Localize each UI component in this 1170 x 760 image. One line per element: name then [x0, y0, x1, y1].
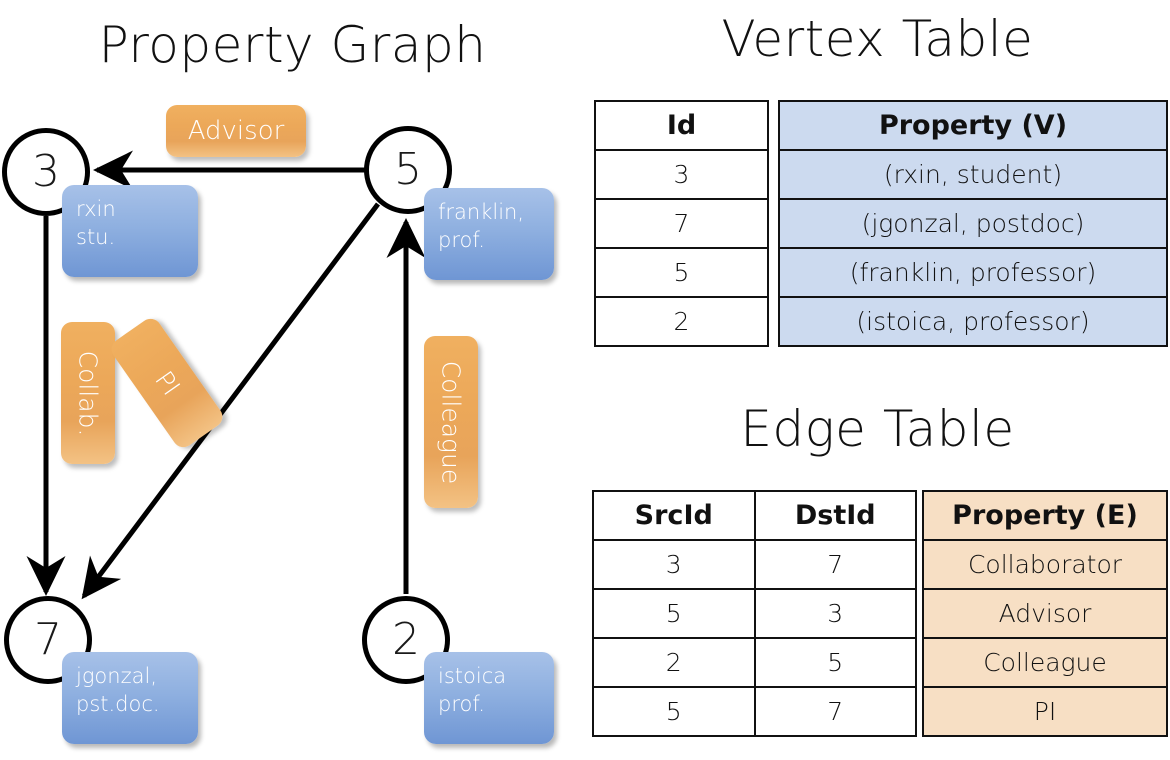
edge-table-cell-dstid: 7: [753, 539, 917, 590]
edge-table-cell-property: Collaborator: [922, 539, 1168, 590]
edge-label-collab-text: Collab.: [73, 350, 103, 436]
edge-table-header-srcid: SrcId: [592, 490, 756, 541]
vertex-table-cell-id: 7: [594, 198, 769, 249]
edge-label-advisor-text: Advisor: [187, 116, 285, 146]
vertex-table-header-property: Property (V): [778, 100, 1168, 151]
table-row: 5 3: [592, 588, 917, 639]
vertex-table-property-column: Property (V) (rxin, student) (jgonzal, p…: [778, 100, 1168, 347]
table-row: (jgonzal, postdoc): [778, 198, 1168, 249]
edge-table-cell-srcid: 3: [592, 539, 756, 590]
edge-table-cell-property: Advisor: [922, 588, 1168, 639]
edge-table-cell-srcid: 5: [592, 686, 756, 737]
edge-label-colleague-text: Colleague: [436, 360, 466, 484]
vertex-table-cell-id: 5: [594, 247, 769, 298]
edge-table-cell-property: Colleague: [922, 637, 1168, 688]
page-title-vertex-table: Vertex Table: [721, 10, 1034, 68]
table-header-row: SrcId DstId: [592, 490, 917, 541]
edge-table-header-property: Property (E): [922, 490, 1168, 541]
vertex-table-cell-property: (jgonzal, postdoc): [778, 198, 1168, 249]
edge-label-collab: Collab.: [61, 322, 115, 464]
table-row: (istoica, professor): [778, 296, 1168, 347]
table-row: 2: [594, 296, 769, 347]
edge-table-cell-property: PI: [922, 686, 1168, 737]
edge-table-cell-dstid: 5: [753, 637, 917, 688]
table-row: Collaborator: [922, 539, 1168, 590]
vertex-property-box-5: franklin, prof.: [424, 188, 554, 280]
vertex-node-3-id: 3: [32, 146, 60, 197]
edge-table-property-column: Property (E) Collaborator Advisor Collea…: [922, 490, 1168, 737]
table-header-row: Property (E): [922, 490, 1168, 541]
vertex-property-box-2-line1: istoica: [438, 664, 507, 688]
vertex-property-box-3-line2: stu.: [76, 225, 116, 250]
edge-table-header-dstid: DstId: [753, 490, 917, 541]
table-header-row: Property (V): [778, 100, 1168, 151]
edge-table-cell-dstid: 7: [753, 686, 917, 737]
vertex-property-box-3: rxin stu.: [62, 185, 198, 277]
page-title-edge-table: Edge Table: [740, 400, 1015, 458]
edge-label-pi-text: PI: [148, 365, 186, 401]
vertex-node-7-id: 7: [34, 614, 62, 665]
vertex-table-header-id: Id: [594, 100, 769, 151]
table-row: (franklin, professor): [778, 247, 1168, 298]
vertex-property-box-2: istoica prof.: [424, 652, 554, 744]
vertex-property-box-7: jgonzal, pst.doc.: [62, 652, 198, 744]
table-row: 3 7: [592, 539, 917, 590]
graph-edges-svg: [26, 150, 426, 600]
vertex-property-box-5-line2: prof.: [438, 228, 485, 253]
vertex-table-id-column: Id 3 7 5 2: [594, 100, 769, 347]
vertex-node-5-id: 5: [394, 144, 422, 195]
table-row: 7: [594, 198, 769, 249]
table-row: Colleague: [922, 637, 1168, 688]
table-row: 3: [594, 149, 769, 200]
table-row: 5 7: [592, 686, 917, 737]
vertex-table-cell-property: (franklin, professor): [778, 247, 1168, 298]
edge-table-cell-dstid: 3: [753, 588, 917, 639]
vertex-table-cell-id: 2: [594, 296, 769, 347]
vertex-property-box-7-line1: jgonzal,: [76, 664, 157, 688]
vertex-table-cell-id: 3: [594, 149, 769, 200]
vertex-node-2[interactable]: 2: [362, 596, 450, 684]
vertex-property-box-2-line2: prof.: [438, 692, 485, 717]
table-row: PI: [922, 686, 1168, 737]
vertex-node-5[interactable]: 5: [364, 126, 452, 214]
vertex-property-box-5-line1: franklin,: [438, 200, 525, 224]
edge-5-to-7-pi: [81, 202, 380, 600]
edge-table-cell-srcid: 5: [592, 588, 756, 639]
property-graph-diagram: 3 5 7 2 rxin stu. franklin, prof. jgonza…: [2, 105, 554, 744]
vertex-property-box-3-line1: rxin: [76, 197, 116, 221]
edge-label-colleague: Colleague: [424, 336, 478, 508]
edge-table-key-columns: SrcId DstId 3 7 5 3 2 5 5 7: [592, 490, 917, 737]
vertex-table-cell-property: (rxin, student): [778, 149, 1168, 200]
page-title-property-graph: Property Graph: [98, 16, 487, 74]
edge-label-advisor: Advisor: [166, 105, 306, 157]
edge-table-cell-srcid: 2: [592, 637, 756, 688]
vertex-node-2-id: 2: [392, 614, 420, 665]
vertex-property-box-7-line2: pst.doc.: [76, 692, 160, 717]
table-row: Advisor: [922, 588, 1168, 639]
vertex-table-cell-property: (istoica, professor): [778, 296, 1168, 347]
table-header-row: Id: [594, 100, 769, 151]
table-row: (rxin, student): [778, 149, 1168, 200]
table-row: 5: [594, 247, 769, 298]
table-row: 2 5: [592, 637, 917, 688]
